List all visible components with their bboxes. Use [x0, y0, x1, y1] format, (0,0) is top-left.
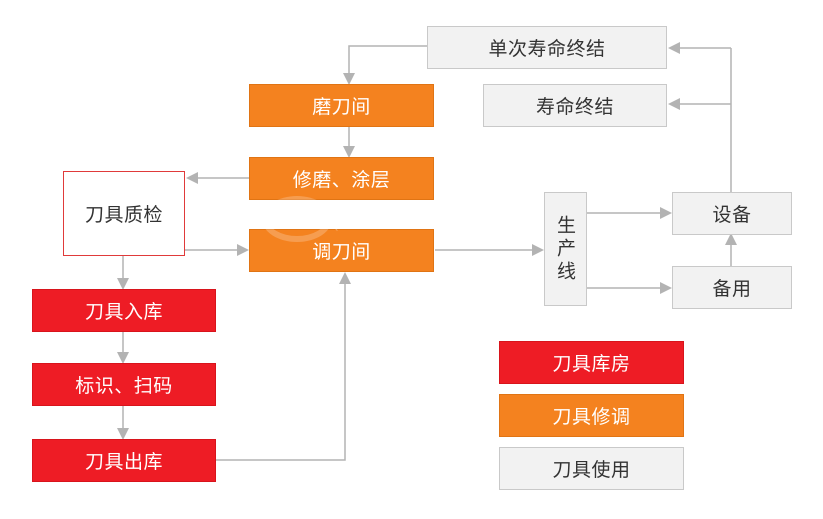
- arrow-single-life-to-grinding: [343, 45, 427, 85]
- node-life-end: 寿命终结: [483, 84, 667, 127]
- legend-usage: 刀具使用: [499, 447, 684, 490]
- node-spare: 备用: [672, 266, 792, 309]
- node-grinding-room: 磨刀间: [249, 84, 434, 127]
- node-tool-inbound: 刀具入库: [32, 289, 216, 332]
- node-single-life-end: 单次寿命终结: [427, 26, 667, 69]
- node-tool-outbound: 刀具出库: [32, 439, 216, 482]
- node-label-scan: 标识、扫码: [32, 363, 216, 406]
- node-production-line: 生产线: [544, 192, 587, 306]
- watermark-logo-icon: [262, 196, 332, 242]
- legend-repair: 刀具修调: [499, 394, 684, 437]
- watermark-text: QCloud: [330, 218, 374, 232]
- legend-storage: 刀具库房: [499, 341, 684, 384]
- arrow-outbound-to-tuning: [216, 272, 351, 461]
- node-tool-inspection: 刀具质检: [63, 171, 185, 256]
- node-equipment: 设备: [672, 192, 792, 235]
- node-regrind-coating: 修磨、涂层: [249, 157, 434, 200]
- node-tuning-room: 调刀间: [249, 229, 434, 272]
